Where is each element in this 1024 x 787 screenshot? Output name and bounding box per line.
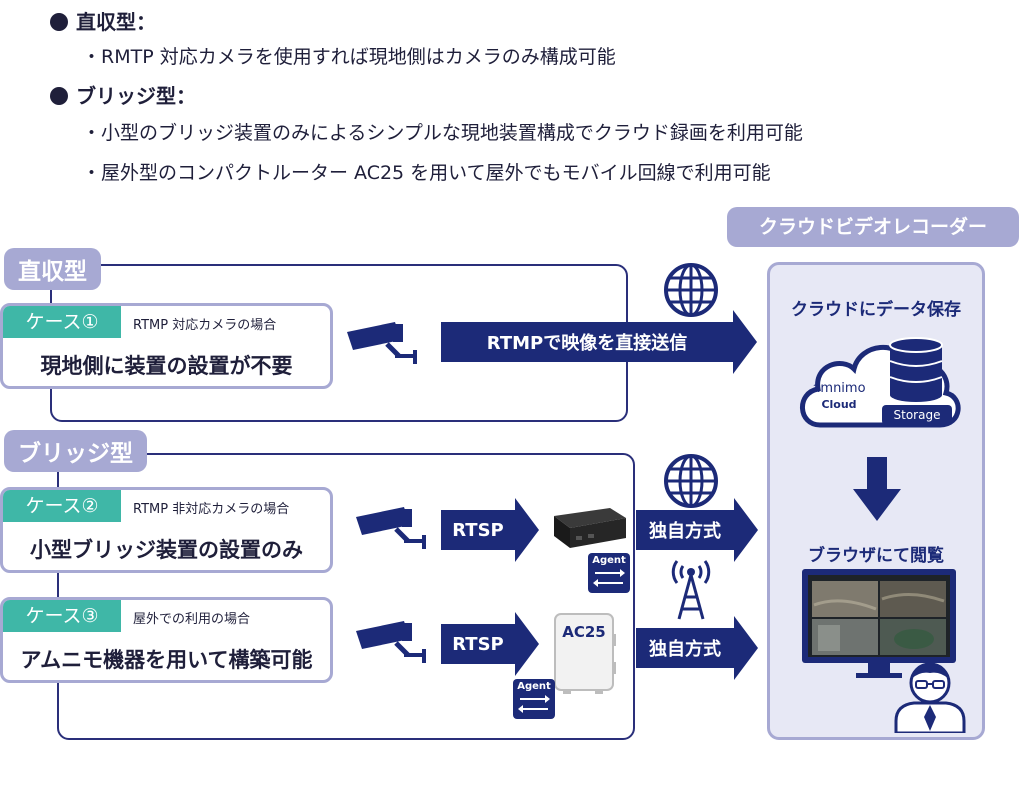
own-method-arrow-2: 独自方式 (636, 616, 758, 680)
case-1-description: 現地側に装置の設置が不要 (40, 354, 293, 378)
storage-heading: クラウドにデータ保存 (791, 300, 961, 320)
ac25-label: AC25 (562, 623, 606, 641)
cloud-sub: Cloud (821, 398, 857, 411)
user-icon (894, 662, 966, 733)
database-icon (889, 337, 943, 402)
bridge-type-heading: ブリッジ型： (50, 80, 196, 109)
case-3-description: アムニモ機器を用いて構築可能 (20, 648, 313, 672)
antenna-icon (671, 560, 711, 620)
agent-icon: Agent (513, 679, 555, 719)
globe-icon (664, 263, 718, 317)
bridge-device-icon (554, 508, 626, 548)
direct-group-label: 直収型 (4, 248, 101, 290)
bullet-dot (50, 87, 68, 105)
bridge-type-point-2: ・屋外型のコンパクトルーター AC25 を用いて屋外でもモバイル回線で利用可能 (82, 162, 771, 184)
case-3-tag: ケース③ (3, 600, 121, 632)
own-method-arrow-1: 独自方式 (636, 498, 758, 562)
case-2-card: ケース② RTMP 非対応カメラの場合 小型ブリッジ装置の設置のみ (0, 487, 333, 573)
agent-icon: Agent (588, 553, 630, 593)
case-1-condition: RTMP 対応カメラの場合 (133, 318, 277, 333)
camera-icon (347, 322, 417, 364)
browser-heading: ブラウザにて閲覧 (808, 546, 944, 566)
case-2-description: 小型ブリッジ装置の設置のみ (30, 538, 303, 562)
recorder-panel: クラウドにデータ保存 amnimo Cloud Storage ブラウザにて閲覧 (767, 262, 985, 740)
camera-icon (356, 507, 426, 549)
cloud-brand: amnimo (812, 381, 866, 396)
rtsp-arrow-2: RTSP (441, 612, 539, 676)
globe-icon (664, 454, 718, 508)
case-3-card: ケース③ 屋外での利用の場合 アムニモ機器を用いて構築可能 (0, 597, 333, 683)
direct-type-point: ・RMTP 対応カメラを使用すれば現地側はカメラのみ構成可能 (82, 46, 616, 68)
bridge-group-frame (57, 453, 635, 740)
rtmp-direct-arrow: RTMPで映像を直接送信 (441, 310, 757, 374)
case-3-condition: 屋外での利用の場合 (133, 612, 251, 627)
rtsp-arrow-1: RTSP (441, 498, 539, 562)
recorder-title: クラウドビデオレコーダー (727, 207, 1019, 247)
router-icon (554, 613, 616, 694)
case-2-condition: RTMP 非対応カメラの場合 (133, 502, 290, 517)
bridge-group-label: ブリッジ型 (4, 430, 147, 472)
camera-icon (356, 621, 426, 663)
case-1-card: ケース① RTMP 対応カメラの場合 現地側に装置の設置が不要 (0, 303, 333, 389)
direct-type-heading: 直収型： (50, 6, 156, 35)
down-arrow-icon (853, 457, 901, 521)
monitor-icon (802, 569, 956, 678)
case-1-tag: ケース① (3, 306, 121, 338)
bridge-type-point-1: ・小型のブリッジ装置のみによるシンプルな現地装置構成でクラウド録画を利用可能 (82, 122, 803, 144)
bullet-dot (50, 13, 68, 31)
storage-label: Storage (882, 405, 952, 425)
case-2-tag: ケース② (3, 490, 121, 522)
